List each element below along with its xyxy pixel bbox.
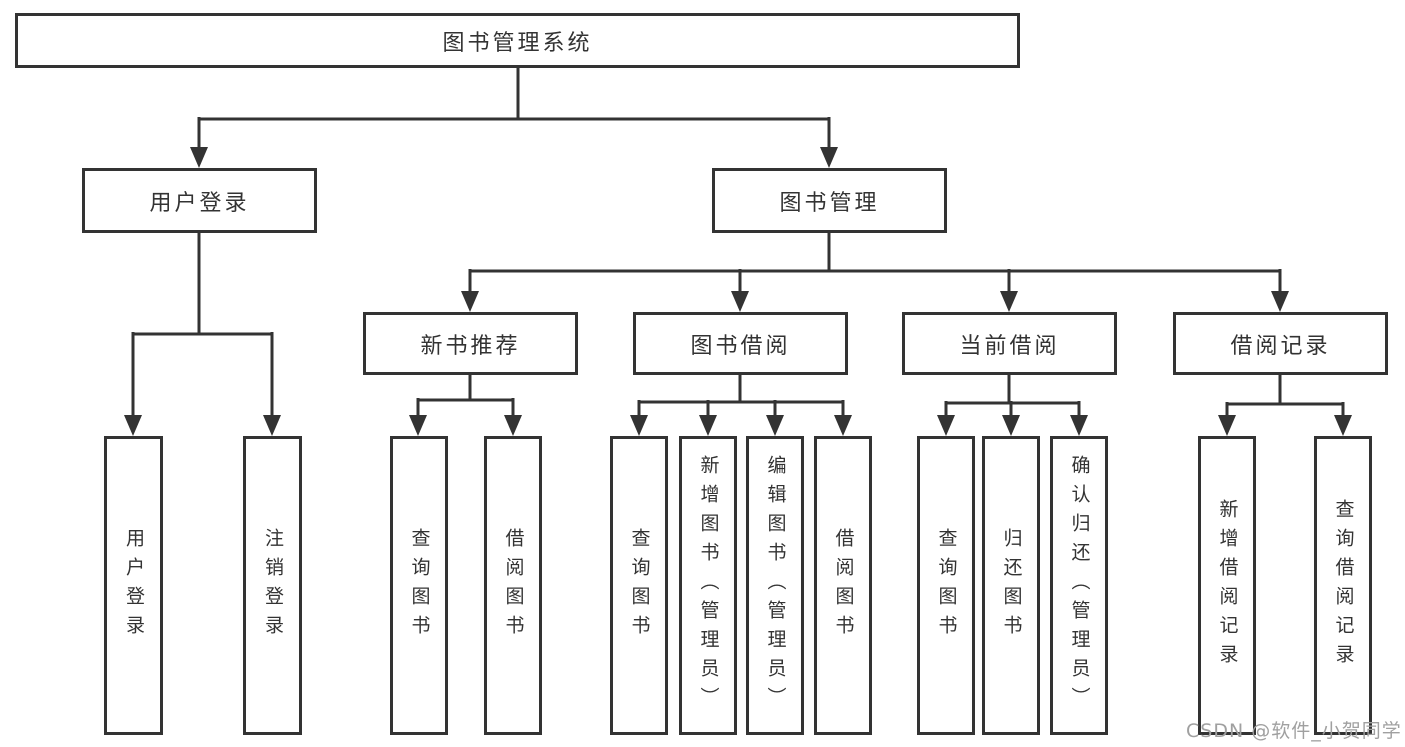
connector-new-book-rec-split [416, 375, 515, 418]
node-leaf-cb-query-books: 查询图书 [917, 436, 975, 735]
node-leaf-cb-return-books: 归还图书 [982, 436, 1040, 735]
node-leaf-bb-borrow-books: 借阅图书 [814, 436, 872, 735]
connector-root-split [197, 68, 831, 149]
arrow-down-icon [1000, 291, 1018, 312]
arrow-down-icon [630, 415, 648, 436]
arrow-down-icon [461, 291, 479, 312]
node-book-mgmt: 图书管理 [712, 168, 947, 233]
arrow-down-icon [699, 415, 717, 436]
arrow-down-icon [1271, 291, 1289, 312]
node-new-book-rec-label: 新书推荐 [420, 333, 521, 359]
node-leaf-cb-confirm-return: 确认归还（管理员） [1050, 436, 1108, 735]
connector-book-borrow-split [637, 375, 845, 418]
csdn-watermark: CSDN @软件_小贺同学 [1186, 720, 1402, 742]
node-leaf-bb-edit-books-label: 编辑图书（管理员） [764, 455, 787, 716]
arrowheads [124, 147, 1352, 436]
arrow-down-icon [1334, 415, 1352, 436]
node-root: 图书管理系统 [15, 13, 1020, 68]
node-leaf-nr-query-books-label: 查询图书 [408, 527, 431, 644]
arrow-down-icon [1218, 415, 1236, 436]
node-current-borrow-label: 当前借阅 [959, 333, 1060, 359]
node-leaf-logout-label: 注销登录 [262, 527, 284, 644]
arrow-down-icon [820, 147, 838, 168]
arrow-down-icon [409, 415, 427, 436]
node-user-login-label: 用户登录 [149, 190, 250, 216]
node-new-book-rec: 新书推荐 [363, 312, 578, 375]
node-user-login: 用户登录 [82, 168, 317, 233]
node-leaf-nr-borrow-books: 借阅图书 [484, 436, 542, 735]
node-borrow-records: 借阅记录 [1173, 312, 1388, 375]
arrow-down-icon [766, 415, 784, 436]
connector-borrow-records-split [1225, 375, 1345, 418]
node-root-label: 图书管理系统 [442, 30, 593, 56]
node-leaf-bb-add-books-label: 新增图书（管理员） [697, 455, 720, 716]
node-leaf-nr-query-books: 查询图书 [390, 436, 448, 735]
node-book-mgmt-label: 图书管理 [779, 190, 880, 216]
arrow-down-icon [937, 415, 955, 436]
arrow-down-icon [1002, 415, 1020, 436]
node-leaf-logout: 注销登录 [243, 436, 302, 735]
connector-book-mgmt-split [468, 233, 1282, 294]
node-borrow-records-label: 借阅记录 [1230, 333, 1331, 359]
node-leaf-bb-query-books: 查询图书 [610, 436, 668, 735]
arrow-down-icon [190, 147, 208, 168]
node-current-borrow: 当前借阅 [902, 312, 1117, 375]
arrow-down-icon [124, 415, 142, 436]
node-leaf-br-add-record-label: 新增借阅记录 [1216, 498, 1239, 673]
arrow-down-icon [834, 415, 852, 436]
node-leaf-user-login: 用户登录 [104, 436, 163, 735]
node-leaf-cb-confirm-return-label: 确认归还（管理员） [1068, 455, 1091, 716]
arrow-down-icon [504, 415, 522, 436]
node-leaf-br-query-record: 查询借阅记录 [1314, 436, 1372, 735]
node-leaf-bb-query-books-label: 查询图书 [628, 527, 651, 644]
arrow-down-icon [263, 415, 281, 436]
connector-current-borrow-split [944, 375, 1081, 418]
node-leaf-br-add-record: 新增借阅记录 [1198, 436, 1256, 735]
node-leaf-nr-borrow-books-label: 借阅图书 [502, 527, 525, 644]
node-book-borrow-label: 图书借阅 [690, 333, 791, 359]
node-leaf-br-query-record-label: 查询借阅记录 [1332, 498, 1355, 673]
arrow-down-icon [731, 291, 749, 312]
node-leaf-bb-add-books: 新增图书（管理员） [679, 436, 737, 735]
arrow-down-icon [1070, 415, 1088, 436]
node-leaf-user-login-label: 用户登录 [123, 527, 145, 644]
connector-user-login-split [131, 233, 274, 418]
node-book-borrow: 图书借阅 [633, 312, 848, 375]
node-leaf-bb-edit-books: 编辑图书（管理员） [746, 436, 804, 735]
node-leaf-bb-borrow-books-label: 借阅图书 [832, 527, 855, 644]
node-leaf-cb-query-books-label: 查询图书 [935, 527, 958, 644]
node-leaf-cb-return-books-label: 归还图书 [1000, 527, 1023, 644]
